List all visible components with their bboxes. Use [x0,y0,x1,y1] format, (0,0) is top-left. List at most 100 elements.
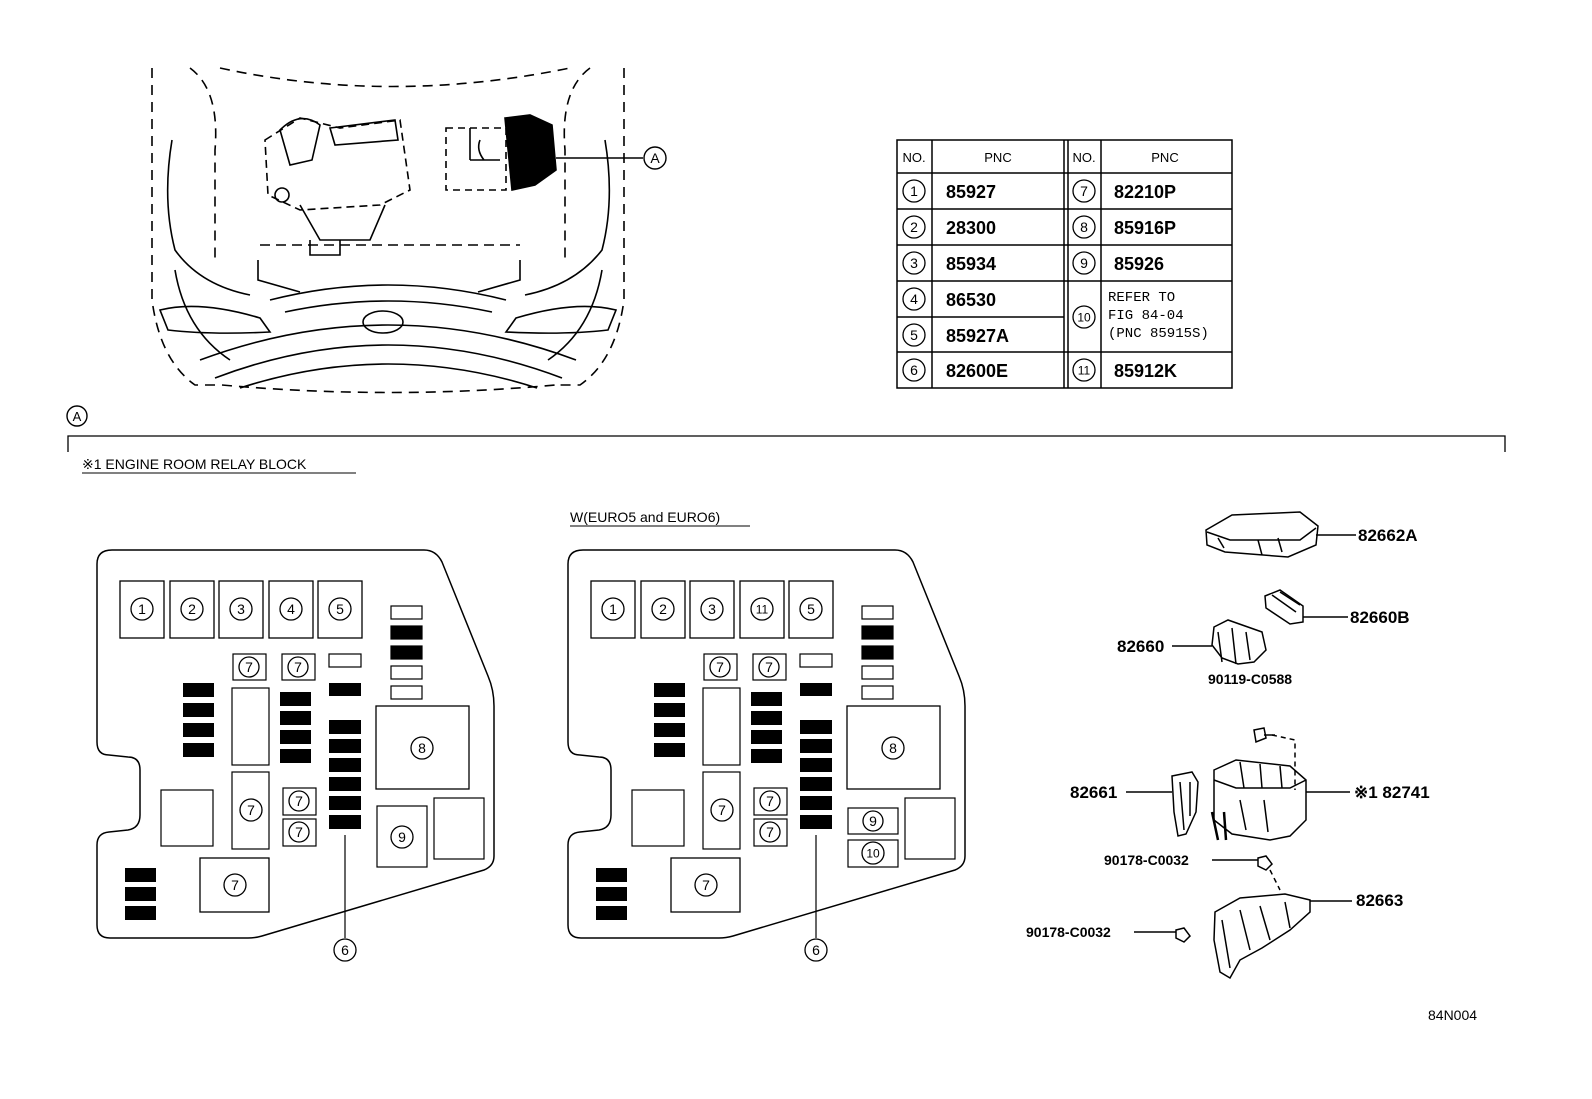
exploded-parts [1126,511,1356,980]
table-right-no-7-text: 7 [1080,183,1088,199]
table-left-no-3-circle [902,251,926,275]
table-left-no-1-text: 1 [910,183,918,199]
relay-7-pair-label-1: 7 [759,821,781,843]
relay-10-slot [847,839,899,868]
fuse-col6-5 [800,815,832,829]
part-nut2-label: 90178-C0032 [1026,924,1111,940]
top-fuse-label-3-text: 11 [756,603,769,617]
top-fuse-label-0-circle [601,597,625,621]
relay-small-top-label-0-circle [238,656,260,678]
table-right-no-10-text: 10 [1077,311,1091,325]
top-fuse-slot-1 [640,580,686,639]
table-header-no-left: NO. [902,150,925,165]
relay-small-top-label-1-text: 7 [294,659,302,675]
table-left-no-2: 2 [902,215,926,239]
relay-7-tall-slot [702,771,741,850]
top-fuse-label-3-text: 4 [287,601,295,617]
relay-7-bottom-label-circle [223,873,247,897]
relay-7-pair-label-0: 7 [288,790,310,812]
fuse-left-stack-1 [654,703,685,717]
holder-shape [1211,619,1267,665]
view-marker-circle [643,146,667,170]
relay-8-slot [375,705,470,790]
table-right-pnc-11: 85912K [1114,361,1177,381]
relay-7-pair-label-1-circle [288,821,310,843]
relay-small-top-label-0-circle [709,656,731,678]
table-left-no-4: 4 [902,287,926,311]
section-bracket [67,435,1506,452]
table-left-no-4-text: 4 [910,291,918,307]
fuse-col6-top [800,683,832,696]
table-right-no-10: 10 [1072,305,1096,329]
table-right-no-8: 8 [1072,215,1096,239]
top-fuse-label-0: 1 [601,597,625,621]
fuse-col6-4 [800,796,832,810]
relay-7-pair-1 [282,818,317,847]
mini-fuse-3 [390,665,423,680]
top-fuse-label-1: 2 [180,597,204,621]
top-fuse-slot-1 [169,580,215,639]
fuse-col6-2 [329,758,361,772]
table-header-pnc-left: PNC [984,150,1011,165]
table-left-pnc-2: 28300 [946,218,996,238]
relay-8-slot [846,705,941,790]
relay-small-top-label-1-text: 7 [765,659,773,675]
top-fuse-label-4-text: 5 [336,601,344,617]
table-right-pnc-9: 85926 [1114,254,1164,274]
relay-7-pair-label-0-text: 7 [766,793,774,809]
table-header-no-right: NO. [1072,150,1095,165]
cap-shape [1264,589,1304,625]
fuse-mid-stack-2 [280,730,311,744]
leader-6-label-circle [804,938,828,962]
table-right-no-8-text: 8 [1080,219,1088,235]
relay-7-bottom-label: 7 [223,873,247,897]
part-nut1-label: 90178-C0032 [1104,852,1189,868]
relay-small-top-label-0: 7 [238,656,260,678]
relay-7-tall-label: 7 [710,798,734,822]
table-left-no-6-text: 6 [910,362,918,378]
table-left-no-2-circle [902,215,926,239]
table-header-pnc-right: PNC [1151,150,1178,165]
part-bolt-label: 90119-C0588 [1208,671,1292,687]
tall-slot [702,687,741,766]
relay-10-label: 10 [861,841,885,865]
table-left-no-5-text: 5 [910,327,918,343]
table-right-pnc-8: 85916P [1114,218,1176,238]
relay-small-top-0 [703,653,738,681]
top-fuse-slot-0 [590,580,636,639]
mini-fuse-2 [861,645,894,660]
table-left-no-1-circle [902,179,926,203]
relay-7-bottom-label-text: 7 [702,877,710,893]
relay-small-top-0 [232,653,267,681]
table-left-no-4-circle [902,287,926,311]
relay-7-bottom-slot [199,857,270,913]
relay-7-pair-label-1-text: 7 [295,824,303,840]
relay-7-bottom-label-text: 7 [231,877,239,893]
relay-10-label-text: 10 [866,847,880,861]
relay-7-pair-1 [753,818,788,847]
block-outline [96,549,495,939]
top-fuse-slot-3 [268,580,314,639]
top-fuse-label-2-circle [229,597,253,621]
fuse-bottom-stack-2 [125,906,156,920]
table-left-pnc-6: 82600E [946,361,1008,381]
table-right-no-11-text: 11 [1078,364,1091,378]
table-right-no-10-circle [1072,305,1096,329]
fuse-left-stack-3 [183,743,214,757]
relay-8-label-circle [881,736,905,760]
relay-7-pair-label-1-text: 7 [766,824,774,840]
table-right-no-9-text: 9 [1080,255,1088,271]
relay-7-tall-slot [231,771,270,850]
relay-small-top-label-0-text: 7 [716,659,724,675]
fuse-bottom-stack-2 [596,906,627,920]
relay-small-top-1 [752,653,787,681]
part-fuse-label: 82661 [1070,783,1117,802]
table-right-no-7: 7 [1072,179,1096,203]
relay-7-pair-label-0-text: 7 [295,793,303,809]
table-right-pnc-7: 82210P [1114,182,1176,202]
relay-7-tall-label: 7 [239,798,263,822]
relay-7-bottom-label-circle [694,873,718,897]
relay-8-label-text: 8 [418,740,426,756]
top-fuse-label-2-circle [700,597,724,621]
